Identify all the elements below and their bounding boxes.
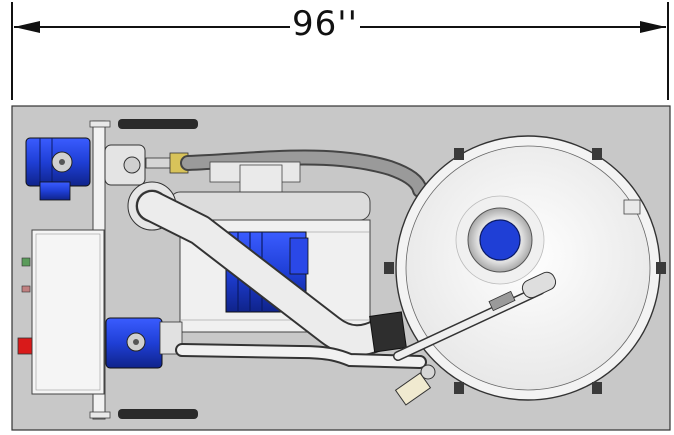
dimension-label: 96'' (290, 2, 360, 46)
suction-pipe (127, 181, 407, 357)
green-indicator (21, 257, 31, 267)
tank-outlet-port-icon (479, 219, 521, 261)
drain-fitting (394, 364, 436, 406)
spray-wand (393, 271, 557, 361)
bottom-pump-motor (105, 317, 183, 369)
tank (384, 135, 666, 401)
wheel-bottom (118, 409, 198, 419)
top-pump-motor (25, 137, 189, 201)
small-indicator (21, 285, 31, 293)
wheel-top (118, 119, 198, 129)
arrow-right-icon (640, 21, 666, 33)
control-box (17, 229, 105, 395)
pipe-coupling (369, 311, 407, 353)
red-stop-button (17, 337, 33, 355)
arrow-left-icon (14, 21, 40, 33)
